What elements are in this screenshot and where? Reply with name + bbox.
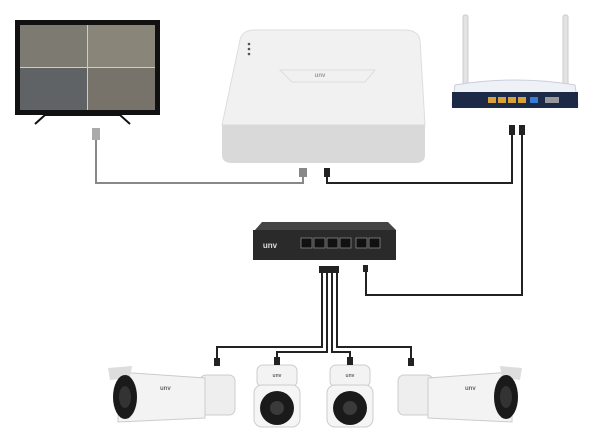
hdmi-plug-icon (299, 168, 307, 177)
hdmi-cable-monitor-nvr (95, 140, 304, 184)
camera-logo: unv (346, 373, 355, 379)
camera-logo: unv (465, 386, 476, 392)
bullet-camera-3: unv (326, 357, 374, 428)
cable-switch-camera-1 (216, 272, 323, 362)
router (451, 14, 579, 135)
ethernet-plug-icon (519, 125, 525, 135)
hdmi-plug-icon (92, 128, 100, 140)
camera-logo: unv (160, 386, 171, 392)
ethernet-plug-icon (324, 168, 330, 177)
nvr: unv (221, 29, 426, 177)
bullet-camera-1: unv (108, 358, 236, 423)
cable-nvr-router (326, 135, 513, 184)
switch-logo: unv (263, 241, 278, 250)
poe-switch: unv (253, 222, 396, 273)
bullet-camera-2: unv (253, 357, 301, 428)
cable-switch-camera-3 (331, 272, 351, 362)
nvr-logo: unv (315, 73, 326, 79)
cable-switch-camera-2 (276, 272, 328, 362)
cable-switch-camera-4 (336, 272, 412, 362)
bullet-camera-4: unv (397, 358, 522, 423)
ethernet-plug-icon (509, 125, 515, 135)
cable-router-switch (365, 135, 523, 296)
monitor (15, 20, 160, 140)
camera-logo: unv (273, 373, 282, 379)
